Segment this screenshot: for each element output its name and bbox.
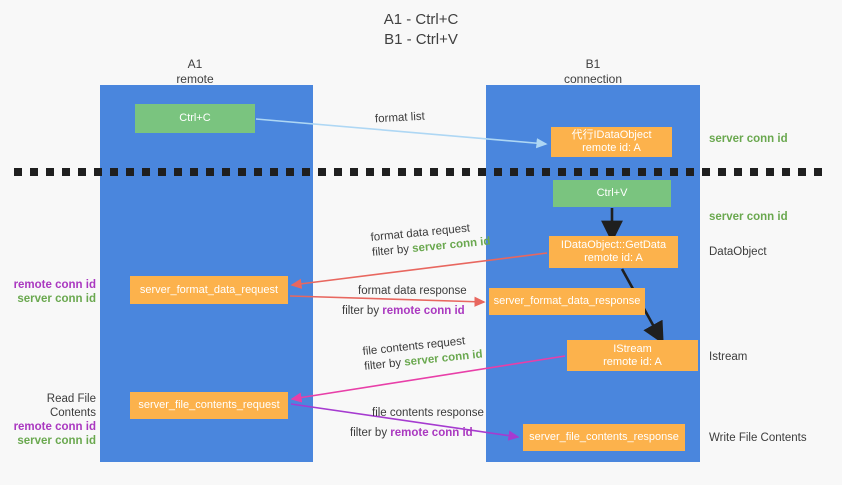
filter-prefix-1: filter by xyxy=(371,243,413,259)
column-header-a1: A1 remote xyxy=(125,57,265,87)
box-proxy-idataobject[interactable]: 代行IDataObject remote id: A xyxy=(551,127,672,157)
box-idataobject-getdata-remote-id: remote id: A xyxy=(584,252,643,264)
filter-prefix-2: filter by xyxy=(342,305,383,317)
label-server-conn-id-mid: server conn id xyxy=(709,211,788,223)
box-istream-label: IStream xyxy=(613,342,652,355)
label-server-conn-id-2: server conn id xyxy=(17,435,96,447)
edge-label-file-contents-response-filter: filter by remote conn id xyxy=(350,426,484,441)
box-server-format-data-request[interactable]: server_format_data_request xyxy=(130,276,288,304)
box-ctrl-c-label: Ctrl+C xyxy=(179,112,211,124)
column-header-b1: B1 connection xyxy=(523,57,663,87)
label-remote-conn-id-2: remote conn id xyxy=(13,421,96,433)
box-ctrl-v[interactable]: Ctrl+V xyxy=(553,180,671,207)
box-ctrl-c[interactable]: Ctrl+C xyxy=(135,104,255,133)
edge-label-format-list: format list xyxy=(375,110,426,128)
box-proxy-idataobject-label: 代行IDataObject xyxy=(571,129,652,141)
edge-label-format-list-text: format list xyxy=(374,110,426,126)
label-remote-conn-id-1: remote conn id xyxy=(13,279,96,291)
edge-label-file-contents-response: file contents response filter by remote … xyxy=(350,406,484,441)
box-server-file-contents-response-label: server_file_contents_response xyxy=(529,431,679,443)
filter-prefix-4: filter by xyxy=(350,427,391,439)
box-server-file-contents-request-label: server_file_contents_request xyxy=(138,399,280,411)
box-server-format-data-response[interactable]: server_format_data_response xyxy=(489,288,645,315)
box-ctrl-v-label: Ctrl+V xyxy=(596,187,628,199)
label-write-file-contents: Write File Contents xyxy=(709,432,807,444)
edge-label-format-data-response-filter: filter by remote conn id xyxy=(342,304,467,319)
filter-value-2: remote conn id xyxy=(382,305,465,317)
edge-label-format-data-response: format data response filter by remote co… xyxy=(342,284,467,319)
page-title: A1 - Ctrl+C B1 - Ctrl+V xyxy=(0,10,842,50)
label-group-format-data-conn-ids: remote conn id server conn id xyxy=(8,278,96,306)
label-server-conn-id-top: server conn id xyxy=(709,133,788,145)
edge-label-format-data-response-text: format data response xyxy=(358,285,467,297)
box-istream-remote-id: remote id: A xyxy=(603,355,662,368)
filter-value-4: remote conn id xyxy=(390,427,473,439)
box-idataobject-getdata-label: IDataObject::GetData xyxy=(560,239,667,251)
label-server-conn-id-1: server conn id xyxy=(17,293,96,305)
edge-label-format-data-request: format data request filter by server con… xyxy=(370,220,491,261)
column-a1-name: A1 xyxy=(187,57,203,71)
box-idataobject-getdata[interactable]: IDataObject::GetData remote id: A xyxy=(549,236,678,268)
label-read-file-contents: Read File Contents xyxy=(46,393,96,419)
column-a1-role: remote xyxy=(176,72,214,86)
column-b1-name: B1 xyxy=(585,57,601,71)
box-istream[interactable]: IStream remote id: A xyxy=(567,340,698,371)
filter-prefix-3: filter by xyxy=(363,356,405,373)
box-server-file-contents-request[interactable]: server_file_contents_request xyxy=(130,392,288,419)
phase-divider xyxy=(14,168,830,176)
box-proxy-idataobject-remote-id: remote id: A xyxy=(582,142,641,154)
column-b1-role: connection xyxy=(563,72,623,86)
label-istream: Istream xyxy=(709,351,748,363)
title-line-2: B1 - Ctrl+V xyxy=(384,31,458,48)
label-dataobject: DataObject xyxy=(709,246,767,258)
edge-label-file-contents-request: file contents request filter by server c… xyxy=(362,333,483,375)
box-server-file-contents-response[interactable]: server_file_contents_response xyxy=(523,424,685,451)
box-server-format-data-request-label: server_format_data_request xyxy=(139,283,279,296)
edge-label-file-contents-response-text: file contents response xyxy=(372,407,484,419)
box-server-format-data-response-label: server_format_data_response xyxy=(493,295,641,307)
title-line-1: A1 - Ctrl+C xyxy=(383,11,459,28)
label-group-read-file-contents: Read File Contents remote conn id server… xyxy=(8,392,96,448)
